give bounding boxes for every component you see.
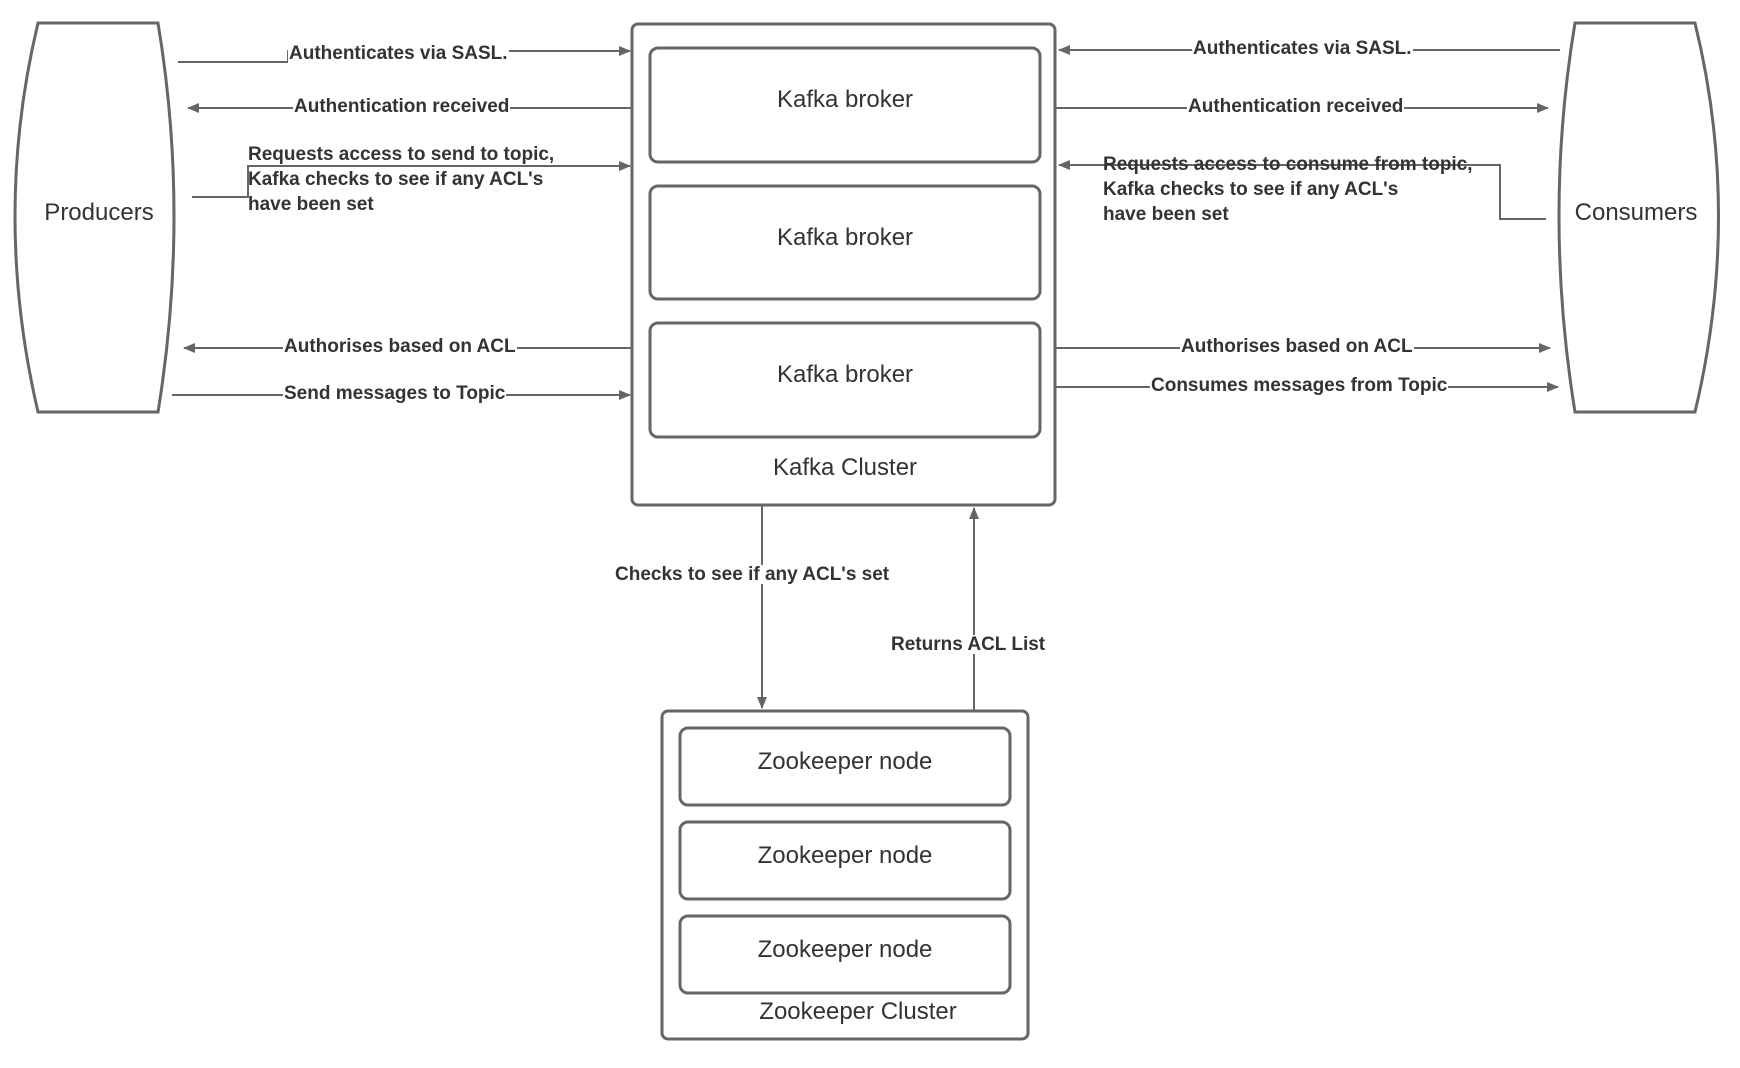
producer-request-access-label: Requests access to send to topic, Kafka … [248,144,555,215]
consumers-shape [1557,21,1720,414]
kafka-cluster-box [630,22,1057,507]
kafka-broker-label-1: Kafka broker [776,86,914,113]
producer-auth-received-label: Authentication received [293,96,511,117]
kafka-broker-label-3: Kafka broker [776,361,914,388]
zookeeper-node-label-2: Zookeeper node [757,842,933,869]
consumers-label: Consumers [1574,199,1698,226]
consumer-authorises-label: Authorises based on ACL [1180,336,1414,357]
kafka-cluster-label: Kafka Cluster [772,454,918,481]
producer-auth-label: Authenticates via SASL. [288,43,509,64]
consumer-request-access-arrow [1058,160,1546,220]
producers-shape [13,21,176,414]
kafka-broker-label-2: Kafka broker [776,224,914,251]
consumer-consumes-label: Consumes messages from Topic [1150,375,1449,396]
producer-authorises-label: Authorises based on ACL [283,336,517,357]
consumer-auth-label: Authenticates via SASL. [1192,38,1413,59]
kafka-broker-box-3 [648,321,1042,439]
checks-acl-label: Checks to see if any ACL's set [614,564,891,585]
consumer-request-access-label: Requests access to consume from topic, K… [1103,154,1473,225]
producers-label: Producers [44,199,154,226]
kafka-broker-box-1 [648,46,1042,164]
consumer-auth-received-label: Authentication received [1187,96,1405,117]
zookeeper-cluster-label: Zookeeper Cluster [759,998,957,1025]
returns-acl-label: Returns ACL List [890,634,1047,655]
zookeeper-node-box-1 [678,726,1012,807]
zookeeper-node-label-3: Zookeeper node [757,936,933,963]
producer-request-access-arrow [192,161,631,198]
kafka-broker-box-2 [648,184,1042,301]
zookeeper-node-box-2 [678,820,1012,901]
zookeeper-node-label-1: Zookeeper node [757,748,933,775]
producer-send-messages-label: Send messages to Topic [283,383,507,404]
zookeeper-cluster-box [660,709,1030,1041]
zookeeper-node-box-3 [678,914,1012,995]
